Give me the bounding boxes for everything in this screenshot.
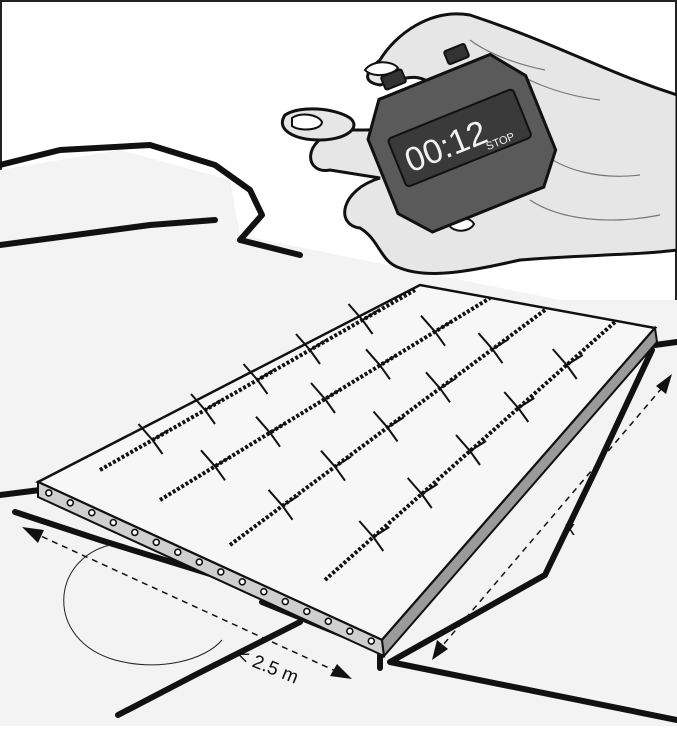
edge-knot [261, 589, 267, 595]
edge-knot [347, 628, 353, 634]
edge-knot [89, 510, 95, 516]
edge-knot [175, 549, 181, 555]
edge-knot [67, 500, 73, 506]
edge-knot [132, 529, 138, 535]
edge-knot [153, 539, 159, 545]
thumbnail [292, 115, 322, 130]
edge-knot [304, 608, 310, 614]
edge-knot [368, 638, 374, 644]
edge-knot [196, 559, 202, 565]
edge-knot [282, 599, 288, 605]
edge-knot [110, 520, 116, 526]
floor-line-right-top [655, 342, 677, 345]
length-dimension-label: x [565, 518, 575, 540]
edge-knot [218, 569, 224, 575]
edge-knot [325, 618, 331, 624]
edge-knot [46, 490, 52, 496]
edge-knot [239, 579, 245, 585]
